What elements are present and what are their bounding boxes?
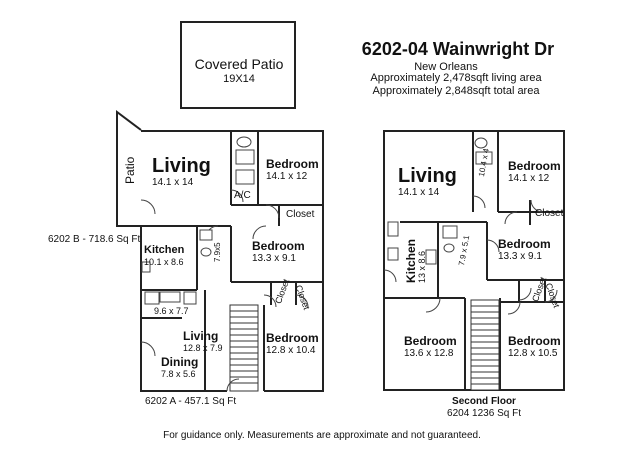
right-kitchen: Kitchen 13 x 8.6 [404,238,427,283]
left-living-dims: 14.1 x 14 [152,177,194,188]
right-bedroom-3-label: Bedroom [404,334,457,348]
left-kitchen-dims: 10.1 x 8.6 [144,257,184,267]
left-bedroom-3-dims: 12.8 x 10.4 [266,345,316,356]
left-kitchen: Kitchen 10.1 x 8.6 [144,245,184,267]
right-bedroom-4-dims: 12.8 x 10.5 [508,348,558,359]
covered-patio-outline [180,21,296,109]
left-living-2-label: Living [183,329,219,343]
left-living-label: Living [152,155,211,177]
left-bedroom-3: Bedroom 12.8 x 10.4 [266,332,319,356]
right-bedroom-2-label: Bedroom [498,237,551,251]
right-bedroom-1-label: Bedroom [508,159,561,173]
right-bedroom-2: Bedroom 13.3 x 9.1 [498,238,551,262]
right-kitchen-dims: 13 x 8.6 [417,250,427,283]
left-bath-dims: 7.9x5 [213,242,222,262]
right-living-label: Living [398,165,457,187]
left-living-2-dims: 12.8 x 7.9 [183,343,223,353]
left-kitchen-label: Kitchen [144,244,185,256]
right-bedroom-1: Bedroom 14.1 x 12 [508,160,561,184]
side-patio-label: Patio [123,156,137,184]
right-closet-1-label: Closet [535,208,564,219]
right-bedroom-3-dims: 13.6 x 12.8 [404,348,454,359]
left-bedroom-1-dims: 14.1 x 12 [266,171,308,182]
city-label: New Orleans [414,61,478,73]
unit-a-area: 6202 A - 457.1 Sq Ft [145,396,237,407]
right-bedroom-4-label: Bedroom [508,334,561,348]
right-living-room: Living 14.1 x 14 [398,166,457,198]
total-area-label: Approximately 2,848sqft total area [372,85,540,97]
right-living-dims: 14.1 x 14 [398,187,440,198]
unit-b-area: 6202 B - 718.6 Sq Ft [48,234,141,245]
left-bedroom-2: Bedroom 13.3 x 9.1 [252,240,305,264]
right-bedroom-3: Bedroom 13.6 x 12.8 [404,335,457,359]
second-floor-label: Second Floor [452,396,516,407]
unit-6204-area: 6204 1236 Sq Ft [447,408,521,419]
right-bedroom-1-dims: 14.1 x 12 [508,173,550,184]
address-title: 6202-04 Wainwright Dr [361,39,555,59]
left-dining-label: Dining [161,355,199,369]
covered-patio-label: Covered Patio [194,56,284,72]
left-bedroom-2-label: Bedroom [252,239,305,253]
left-bedroom-1: Bedroom 14.1 x 12 [266,158,319,182]
left-dining: Dining 7.8 x 5.6 [161,356,198,379]
right-kitchen-label: Kitchen [404,238,418,283]
left-bedroom-1-label: Bedroom [266,157,319,171]
left-ac-label: A/C [234,190,251,201]
left-living-2: Living 12.8 x 7.9 [183,330,223,353]
left-closet-1-label: Closet [286,209,315,220]
right-bedroom-4: Bedroom 12.8 x 10.5 [508,335,561,359]
left-living-room: Living 14.1 x 14 [152,156,211,188]
left-bedroom-2-dims: 13.3 x 9.1 [252,253,296,264]
right-bedroom-2-dims: 13.3 x 9.1 [498,251,542,262]
covered-patio-dims: 19X14 [223,73,255,85]
left-kitchen-2-dims: 9.6 x 7.7 [154,306,189,316]
living-area-label: Approximately 2,478sqft living area [370,72,542,84]
left-dining-dims: 7.8 x 5.6 [161,369,196,379]
left-bedroom-3-label: Bedroom [266,331,319,345]
disclaimer: For guidance only. Measurements are appr… [163,430,481,441]
